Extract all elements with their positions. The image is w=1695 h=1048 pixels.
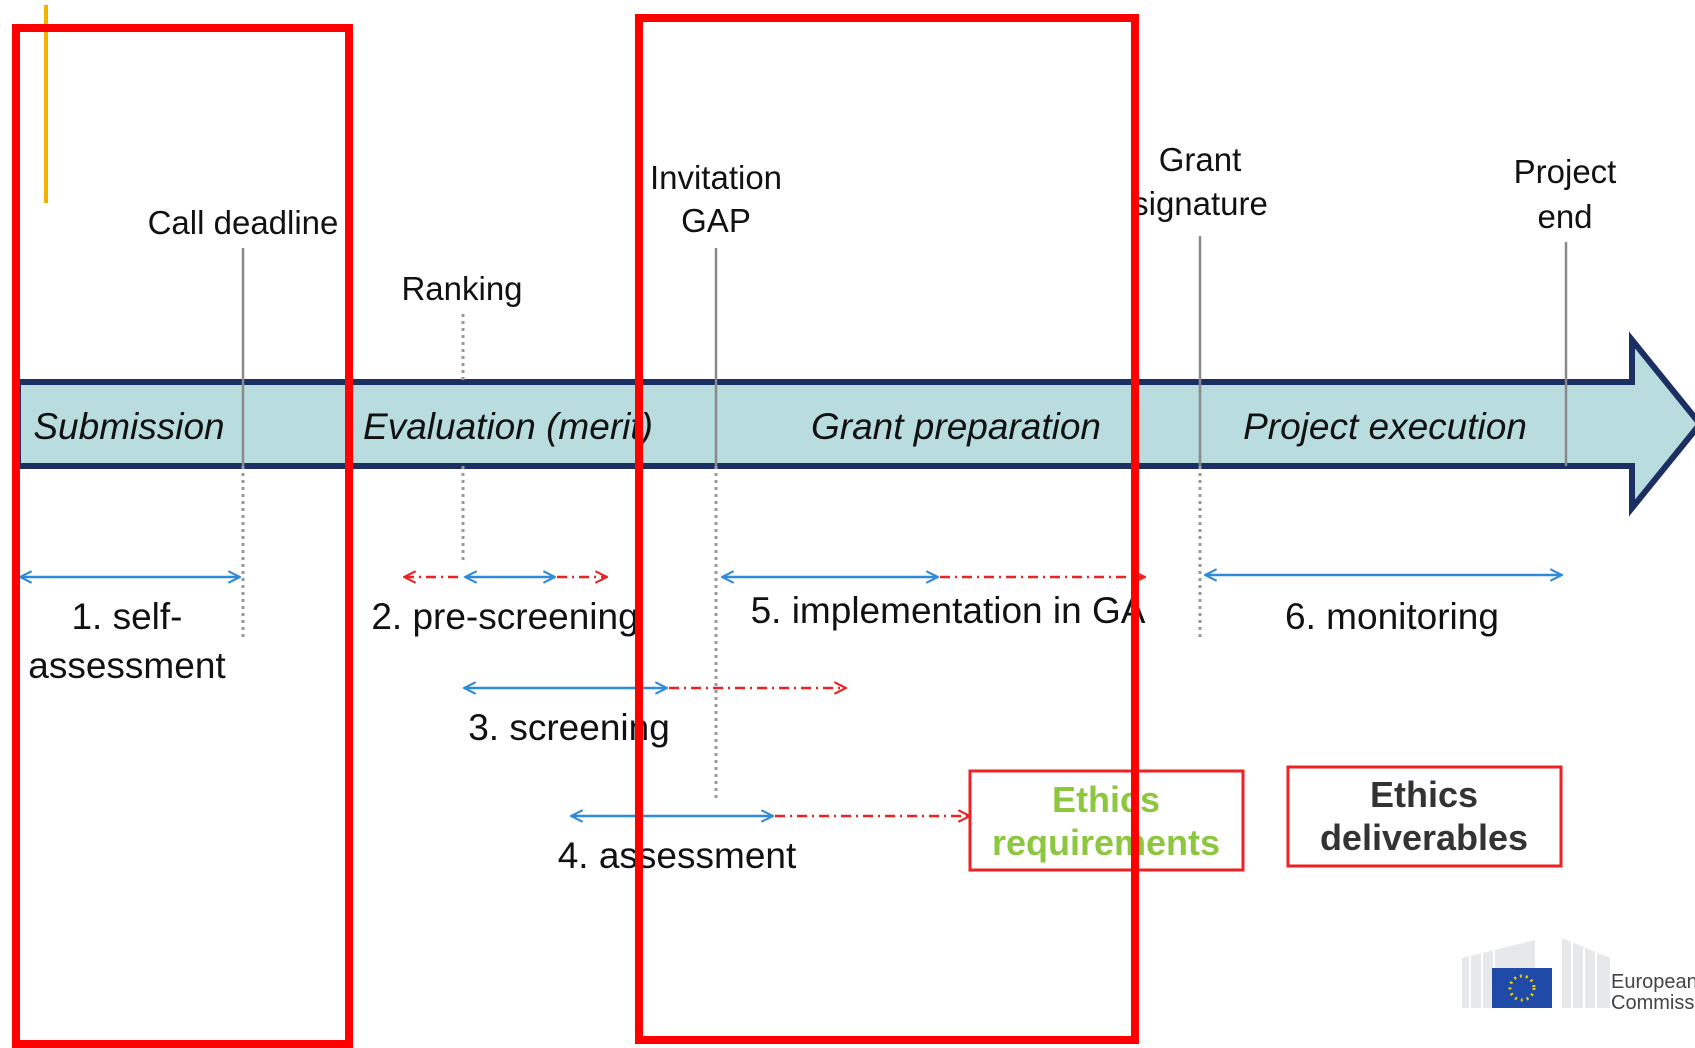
project-end-label-line1: Project <box>1514 153 1617 190</box>
eu-flag-icon <box>1492 968 1552 1008</box>
logo-line2: Commission <box>1611 992 1695 1014</box>
european-commission-logo: European Commission <box>1462 938 1695 1014</box>
logo-line1: European <box>1611 971 1695 993</box>
grant-signature-label-line1: Grant <box>1159 141 1242 178</box>
step-implementation: 5. implementation in GA <box>751 590 1146 631</box>
phase-evaluation: Evaluation (merit) <box>363 406 653 447</box>
ranking-label: Ranking <box>401 270 522 307</box>
highlight-submission-frame <box>12 24 353 1048</box>
ethics-deliverables-line2: deliverables <box>1320 817 1528 858</box>
invitation-gap-label-line2: GAP <box>681 202 751 239</box>
grant-signature-label-line2: signature <box>1132 185 1268 222</box>
timeline-arrow <box>15 331 1695 517</box>
call-deadline-label: Call deadline <box>148 204 339 241</box>
phase-project-execution: Project execution <box>1243 406 1527 447</box>
ethics-deliverables-box <box>1286 765 1563 868</box>
step-pre-screening: 2. pre-screening <box>371 596 638 637</box>
step-arrows <box>20 575 1562 816</box>
phase-submission: Submission <box>33 406 224 447</box>
ethics-deliverables-line1: Ethics <box>1370 774 1478 815</box>
ethics-requirements-box <box>968 769 1245 872</box>
highlight-grant-preparation-frame <box>635 14 1139 1044</box>
project-end-label-line2: end <box>1537 198 1592 235</box>
step-assessment: 4. assessment <box>558 835 797 876</box>
step-self-assessment-line2: assessment <box>28 645 226 686</box>
step-monitoring: 6. monitoring <box>1285 596 1499 637</box>
milestone-lines <box>241 236 1568 798</box>
step-self-assessment-line1: 1. self- <box>71 596 182 637</box>
ethics-requirements-line1: Ethics <box>1052 779 1160 820</box>
invitation-gap-label-line1: Invitation <box>650 159 782 196</box>
phase-grant-preparation: Grant preparation <box>811 406 1101 447</box>
ethics-requirements-line2: requirements <box>992 822 1220 863</box>
